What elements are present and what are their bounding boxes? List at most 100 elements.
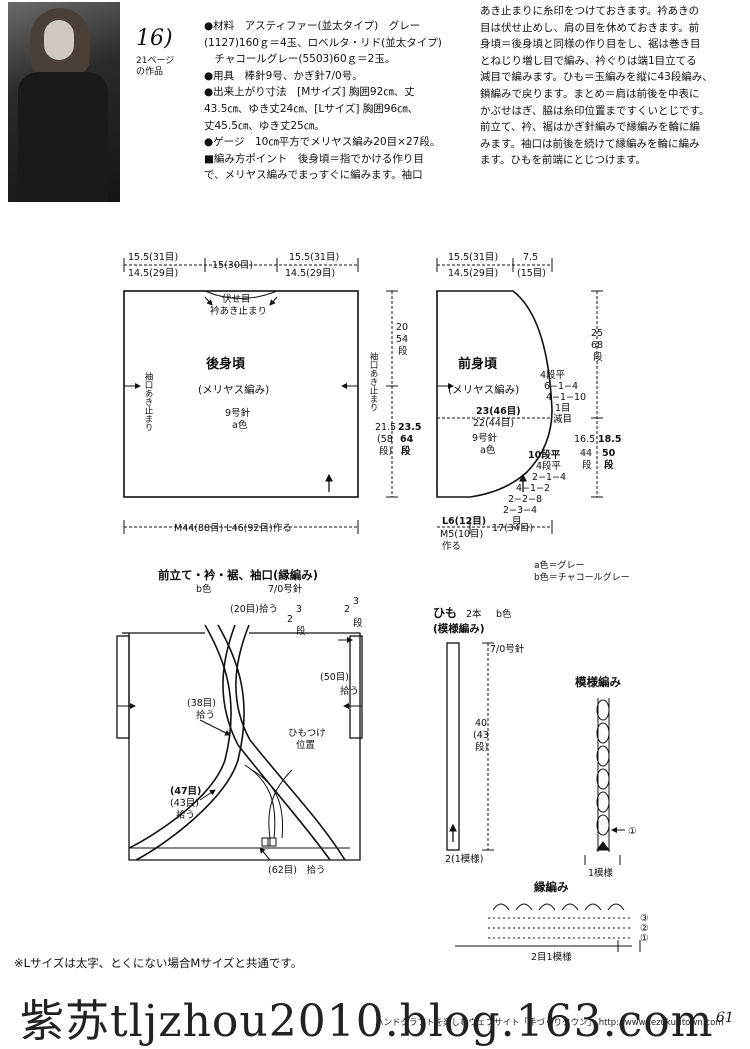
legend-b-color: b色＝チャコールグレー: [534, 571, 630, 583]
back-body-color: a色: [232, 419, 248, 431]
front-bottom-m: M5(10目): [440, 529, 483, 540]
front-body-stitch: (メリヤス編み): [448, 383, 519, 396]
page-number: 61: [716, 1010, 734, 1026]
edging-pick-50b: 拾う: [340, 685, 359, 697]
materials-text: ●材料 アスティファー(並太タイプ) グレー (1127)160ｇ＝4玉、ロベル…: [204, 20, 442, 182]
back-body-outline: [123, 290, 359, 498]
cord-rows-unit: 段): [475, 741, 488, 753]
front-upper-height: 25: [591, 328, 603, 339]
back-lower-height-m: 21.5: [375, 422, 396, 433]
cord-color: b色: [496, 608, 512, 620]
front-lower-rows-l-unit: 段: [604, 459, 614, 471]
front-bottom-l: L6(12目): [442, 516, 486, 527]
front-width-m: 22(44目): [473, 418, 514, 429]
back-lower-rows-l: 64: [400, 434, 414, 445]
edging-pick-38b: 拾う: [196, 709, 215, 721]
border-row-2: ②: [640, 923, 649, 934]
edging-hook: 7/0号針: [268, 583, 303, 595]
edging-pick-50: (50目): [320, 672, 349, 683]
back-cuff-note-right: 袖口あき止まり: [368, 351, 378, 411]
legend-a-color: a色＝グレー: [534, 559, 585, 571]
back-body-stitch: (メリヤス編み): [198, 383, 269, 396]
pattern-stitch-chart: [584, 698, 625, 865]
back-top-left-m: 15.5(31目): [128, 252, 178, 263]
front-dec-3: 4−1−10: [546, 392, 586, 403]
edging-pick-47: (47目): [170, 786, 201, 797]
front-inc-3: 2−1−4: [532, 472, 566, 483]
front-top-right-sts: (15目): [517, 268, 546, 279]
front-dec-1: 4段平: [540, 369, 566, 381]
front-inc-4: 4−1−2: [516, 483, 550, 494]
front-inc-1: 10段平: [528, 449, 561, 461]
cord-stitch: (模様編み): [433, 622, 485, 635]
back-upper-rows: 54: [396, 334, 408, 345]
front-lower-height-l: 18.5: [598, 434, 621, 445]
front-lower-height-m: 16.5: [574, 434, 595, 445]
back-upper-rows-unit: 段: [398, 345, 408, 357]
edging-pick-43: (43目): [170, 798, 199, 809]
size-note: ※Lサイズは太字、とくにない場合Mサイズと共通です。: [14, 956, 303, 970]
back-top-right-m: 15.5(31目): [289, 252, 339, 263]
front-lower-rows-m: 44: [580, 448, 592, 459]
edging-rows-unit-left: 段: [296, 625, 306, 637]
front-dec-2: 6−1−4: [544, 381, 578, 392]
pattern-repeat: 1模様: [588, 867, 614, 879]
edging-rows-3-left: 3: [296, 604, 302, 615]
instructions-text: あき止まりに糸印をつけておきます。衿あきの 目は伏せ止めし、肩の目を休めておきま…: [480, 5, 713, 167]
border-row-1: ①: [640, 933, 649, 944]
back-top-center: 15(30目): [212, 260, 253, 271]
edging-rows-3-right: 3: [353, 596, 359, 607]
edging-rows-2-right: 2: [344, 604, 350, 615]
front-body-color: a色: [480, 444, 496, 456]
cord-length: 40: [475, 718, 487, 729]
edging-pick-20: (20目)拾う: [230, 603, 278, 615]
back-lower-rows-m-unit: 段): [379, 445, 392, 457]
front-dec-4: 1目: [555, 403, 571, 414]
cord-outline: [446, 642, 460, 851]
edging-pick-62: (62目) 拾う: [268, 864, 326, 876]
back-bottom-cast-on: M44(88目) L46(92目)作る: [174, 522, 292, 534]
edging-pick-38: (38目): [187, 698, 216, 709]
front-top-right-cm: 7.5: [523, 252, 538, 263]
watermark: 紫苏tljzhou2010.blog.163.com: [20, 996, 714, 1047]
back-body-title: 後身頃: [206, 356, 246, 372]
front-width-l: 23(46目): [476, 406, 521, 417]
edging-rows-unit-right: 段: [353, 617, 363, 629]
front-lower-rows-l: 50: [602, 448, 616, 459]
front-body-needle: 9号針: [472, 432, 498, 444]
front-inc-6: 2−3−4: [503, 505, 537, 516]
cord-count: 2本: [466, 608, 482, 620]
cord-width: 2(1模様): [445, 853, 484, 865]
page-reference: 21ページ の作品: [136, 56, 175, 77]
border-title: 縁編み: [534, 880, 569, 894]
edging-cord-position: ひもつけ: [288, 728, 326, 739]
pattern-row-marker: ①: [628, 826, 637, 837]
back-top-right-l: 14.5(29目): [285, 268, 335, 279]
back-upper-height: 20: [396, 322, 408, 333]
border-repeat: 2目1模様: [531, 951, 572, 963]
model-photo: [8, 2, 120, 202]
front-bottom-cast-on: 作る: [442, 540, 461, 552]
front-body-title: 前身頃: [458, 356, 498, 372]
edging-body-outline: [122, 632, 361, 861]
front-body-outline: [436, 290, 553, 498]
pattern-number: 16): [136, 26, 173, 51]
back-body-needle: 9号針: [225, 407, 251, 419]
edging-pick-hem: 拾う: [176, 809, 195, 821]
front-upper-rows-unit: 段: [593, 351, 603, 363]
edging-rows-2-left: 2: [287, 614, 293, 625]
front-inc-5: 2−2−8: [508, 494, 542, 505]
back-cuff-note-left: 袖口あき止まり: [143, 371, 153, 431]
front-bottom-width: 17(34目): [492, 523, 533, 534]
site-footer: ハンドクラフトを楽しむウェブサイト「手づくりタウン」 http://www.te…: [375, 1018, 724, 1028]
front-inc-7: 目: [512, 516, 522, 527]
front-lower-rows-m-unit: 段: [582, 459, 592, 471]
edging-color: b色: [196, 583, 212, 595]
pattern-title: 模様編み: [575, 675, 621, 689]
edging-cord-position-b: 位置: [296, 739, 315, 751]
front-inc-2: 4段平: [536, 460, 562, 472]
back-lower-rows-l-unit: 段: [401, 445, 411, 457]
front-top-l: 14.5(29目): [448, 268, 498, 279]
edging-title: 前立て・衿・裾、袖口(縁編み): [158, 568, 318, 582]
